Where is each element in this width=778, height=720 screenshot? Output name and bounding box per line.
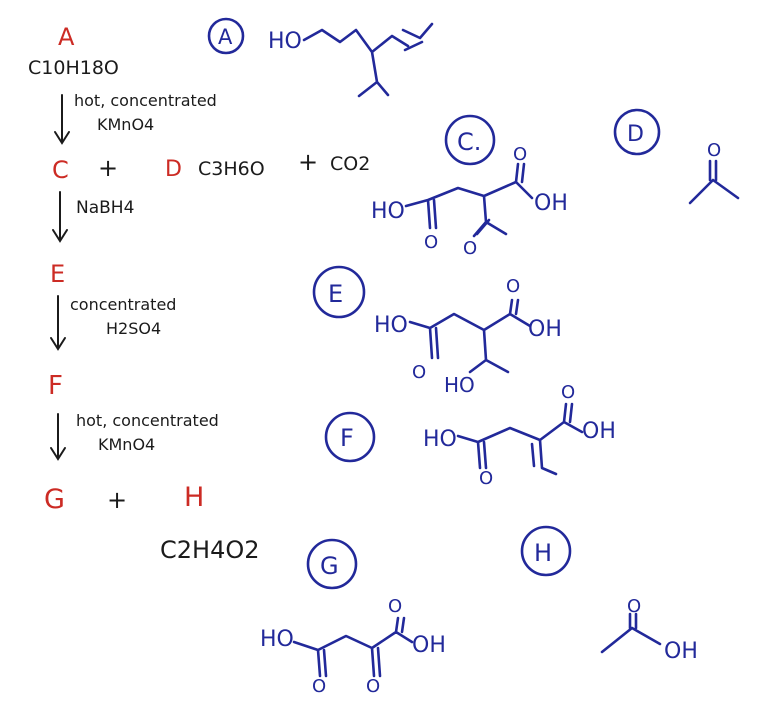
reaction-arrow-4-head (50, 447, 66, 461)
structure-g-hydroxyl: HO (260, 627, 294, 652)
structure-f-hydroxyl: HO (423, 427, 457, 452)
co2-formula: CO2 (330, 153, 370, 175)
structure-c-label-circle (444, 114, 496, 166)
structure-c-ketone-o: O (463, 238, 477, 259)
plus-sign-1: + (98, 154, 118, 182)
structure-c-carbonyl-o-top: O (513, 144, 527, 165)
structure-c-carbonyl-o-left: O (424, 232, 438, 253)
structure-c-acid-oh: OH (534, 191, 568, 216)
structure-c-label: C. (457, 128, 481, 156)
structure-h-label-circle (520, 525, 572, 577)
structure-c-hydroxyl: HO (371, 199, 405, 224)
structure-a-label-circle (207, 17, 245, 55)
compound-label-c: C (52, 156, 69, 184)
structure-e-carbonyl-o-top: O (506, 276, 520, 297)
compound-label-e: E (50, 260, 65, 288)
structure-a-hydroxyl: HO (268, 29, 302, 54)
structure-c-skeleton (404, 162, 534, 238)
structure-h-acid-oh: OH (664, 639, 698, 664)
reagent-1-condition: hot, concentrated (74, 91, 217, 110)
compound-d-formula: C3H6O (198, 158, 265, 180)
compound-label-d: D (165, 157, 182, 182)
structure-f-label-circle (324, 411, 376, 463)
structure-d-label: D (627, 122, 644, 147)
structure-a-skeleton (302, 22, 434, 98)
compound-label-h: H (184, 482, 204, 513)
reaction-arrow-2-head (52, 229, 68, 243)
compound-label-f: F (48, 371, 63, 401)
reaction-arrow-1-head (54, 131, 70, 145)
reagent-3-condition: concentrated (70, 295, 176, 314)
reagent-3-acid: H2SO4 (106, 319, 161, 338)
reagent-4-condition: hot, concentrated (76, 411, 219, 430)
structure-g-skeleton (292, 616, 414, 678)
structure-f-skeleton (456, 402, 584, 476)
compound-a-formula: C10H18O (28, 57, 119, 79)
structure-g-label: G (320, 552, 339, 580)
structure-h-label: H (534, 539, 552, 567)
structure-f-carbonyl-o-top: O (561, 382, 575, 403)
structure-d-label-circle (613, 108, 661, 156)
structure-g-label-circle (306, 538, 358, 590)
structure-h-skeleton (600, 612, 662, 654)
structure-g-ketone-o: O (366, 676, 380, 697)
structure-g-carbonyl-o-top: O (388, 596, 402, 617)
structure-e-alcohol-ho: HO (444, 373, 475, 397)
structure-h-carbonyl-o: O (627, 596, 641, 617)
structure-f-acid-oh: OH (582, 419, 616, 444)
structure-a-label: A (218, 25, 233, 49)
structure-e-skeleton (408, 298, 532, 374)
structure-d-carbonyl-o: O (707, 140, 721, 161)
structure-f-label: F (340, 424, 354, 452)
structure-f-carbonyl-o-bottom: O (479, 468, 493, 489)
plus-sign-2: + (298, 148, 318, 176)
reagent-2: NaBH4 (76, 198, 134, 218)
reagent-4-oxidant: KMnO4 (98, 435, 155, 454)
reagent-1-oxidant: KMnO4 (97, 115, 154, 134)
structure-g-carbonyl-o-left: O (312, 676, 326, 697)
structure-e-label: E (328, 280, 343, 308)
compound-h-formula: C2H4O2 (160, 536, 260, 564)
structure-e-label-circle (312, 265, 366, 319)
compound-label-a: A (58, 23, 75, 51)
compound-label-g: G (44, 484, 65, 515)
structure-e-carbonyl-o-left: O (412, 362, 426, 383)
reaction-arrow-3-head (50, 337, 66, 351)
plus-sign-3: + (107, 486, 127, 514)
structure-d-skeleton (688, 159, 740, 205)
structure-e-acid-oh: OH (528, 317, 562, 342)
structure-e-hydroxyl: HO (374, 313, 408, 338)
structure-g-acid-oh: OH (412, 633, 446, 658)
